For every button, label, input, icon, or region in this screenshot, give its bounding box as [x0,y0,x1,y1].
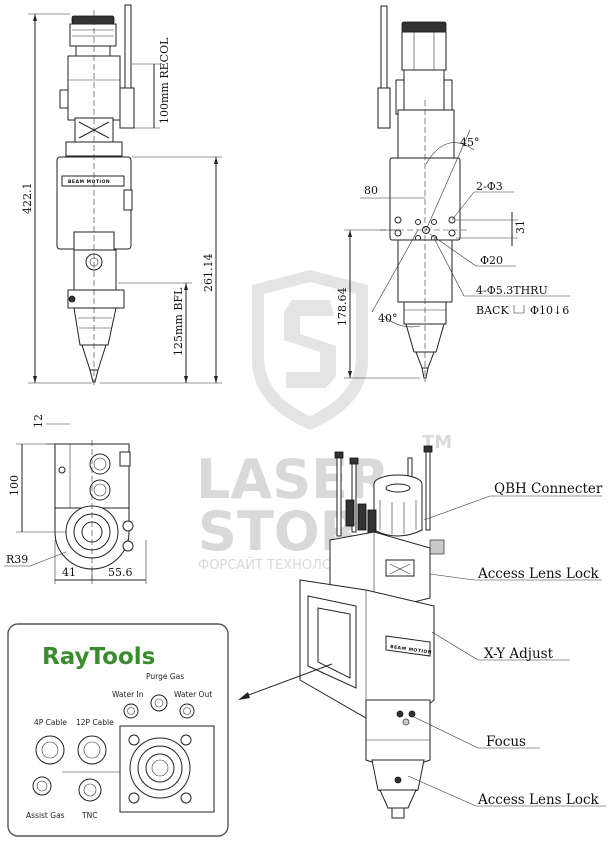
panel-water-out: Water Out [174,690,212,699]
front-rod [124,4,132,101]
side-view: 80 45° 2-Φ3 31 Φ20 4-Φ5.3THRU BACK Φ10↓6… [336,5,570,382]
callout-focus: Focus [486,734,526,750]
connector-panel-inset: RayTools Purge Gas Water In Water Out 4P… [7,623,229,837]
panel-tnc: TNC [81,811,97,820]
panel-water-out-port [179,703,195,719]
front-view: BEAM MOTION 422.1 100mm RECOL 261.14 [21,4,222,385]
front-qbh-cap [71,15,115,25]
panel-assist-gas: Assist Gas [26,811,65,820]
panel-12p-cable: 12P Cable [76,718,114,727]
panel-water-in-port [123,703,139,719]
watermark-shield [252,270,368,430]
panel-brand: RayTools [42,644,155,670]
top-dim-556: 55.6 [108,566,133,579]
panel-assist-port [32,776,52,796]
top-r39: R39 [6,553,28,566]
front-body-length: 261.14 [202,254,215,293]
side-height: 178.64 [336,288,349,327]
panel-water-in: Water In [112,690,144,699]
front-nozzle-cone [73,307,117,346]
top-dim-12: 12 [32,414,45,428]
side-holes-2: 2-Φ3 [476,180,503,193]
side-angle-40: 40° [378,312,398,325]
side-qbh-cap [401,21,447,33]
isometric-view: BEAM MOTION [299,445,445,819]
front-qbh-collar [69,23,117,47]
front-body-text: BEAM MOTION [68,179,110,185]
side-width-80: 80 [364,184,378,197]
side-counterbore: Φ10↓6 [530,304,569,317]
side-dia-20: Φ20 [480,254,503,267]
front-overall-length: 422.1 [21,183,34,215]
side-qbh-collar [401,31,447,71]
iso-lower-housing [365,699,431,767]
side-angle-45: 45° [460,136,480,149]
side-upper-block [397,109,455,159]
front-label-plate [61,175,125,187]
front-collimation: 100mm RECOL [158,37,171,124]
side-dim-31: 31 [514,220,527,234]
top-dim-100: 100 [8,475,21,496]
side-holes-4: 4-Φ5.3THRU [476,284,548,297]
panel-4p-cable: 4P Cable [34,718,67,727]
panel-12p-port [77,735,107,765]
callout-xy: X-Y Adjust [484,646,554,662]
callout-access-lower: Access Lens Lock [477,792,600,808]
watermark-line3: ФОРСАЙТ ТЕХНОЛОДЖИ [198,557,366,573]
watermark-shield-s [284,300,336,388]
front-lower-collar [67,289,125,309]
iso-body-text: BEAM MOTION [390,644,433,656]
panel-purge-port [150,694,168,712]
front-right-tab [123,189,133,211]
panel-tnc-port [78,778,102,802]
top-dim-41: 41 [62,566,76,579]
front-qbh-neck [75,45,111,57]
callout-qbh: QBH Connecter [494,481,603,497]
callouts: QBH Connecter Access Lens Lock X-Y Adjus… [238,481,606,808]
callout-access-upper: Access Lens Lock [477,566,600,582]
panel-purge-gas: Purge Gas [146,672,184,681]
panel-4p-port [35,735,65,765]
side-back: BACK [476,304,509,317]
front-right-fitting [119,87,135,129]
front-focal: 125mm BFL [172,287,185,356]
top-view: 12 100 R39 41 55.6 [4,414,147,584]
front-side-fitting [59,89,69,109]
